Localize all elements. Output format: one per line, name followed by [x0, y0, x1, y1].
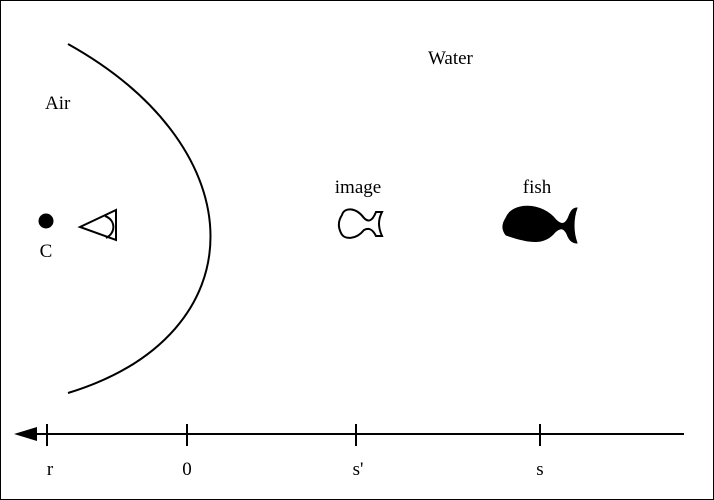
tick-label-0: 0: [182, 459, 192, 480]
image-label: image: [334, 177, 382, 198]
tick-label-r: r: [46, 459, 54, 480]
interface-arc: [67, 43, 212, 394]
tick-label-s: s: [536, 459, 544, 480]
region-label-water: Water: [428, 48, 473, 69]
region-label-air: Air: [45, 93, 71, 114]
image-fish-icon: [337, 208, 384, 239]
eye-icon: [77, 208, 117, 242]
axis-arrowhead: [14, 427, 37, 441]
fish-label: fish: [522, 177, 552, 198]
fish-icon: [502, 205, 578, 244]
center-point: [38, 213, 54, 229]
tick-label-s-prime: s': [352, 459, 364, 480]
center-label: C: [39, 241, 53, 262]
